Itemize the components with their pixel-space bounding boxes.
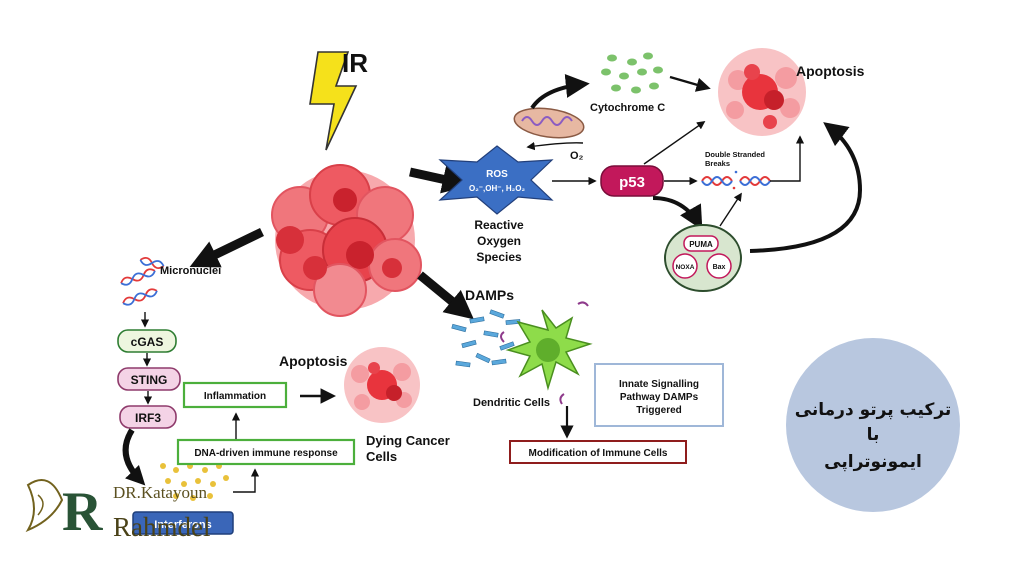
bax-node: [706, 253, 732, 279]
sting-label: STING: [131, 373, 168, 387]
inflammation-box: [182, 381, 288, 409]
cgas-node: [117, 329, 177, 353]
ros-caption-2: Oxygen: [477, 234, 521, 248]
arrow-p53-to-puma: [652, 196, 703, 231]
micronuclei-label: Micronuclei: [160, 265, 221, 277]
dying-cancer-cells-icon: [344, 347, 420, 423]
badge-line-3: ایمونوتراپی: [824, 452, 922, 472]
dendritic-label: Dendritic Cells: [473, 397, 550, 409]
modification-label: Modification of Immune Cells: [529, 448, 668, 459]
badge-line-1: ترکیب پرتو درمانی: [795, 400, 952, 420]
oxygen-label: O₂: [570, 150, 584, 162]
puma-label: PUMA: [689, 240, 713, 249]
dna-break-icon: [701, 170, 771, 190]
persian-badge: [786, 338, 960, 512]
dna-immune-box: [176, 438, 356, 466]
arrow-to-mito: [526, 141, 584, 151]
innate-label-3: Triggered: [636, 405, 682, 416]
bax-label: Bax: [713, 264, 726, 271]
cgas-label: cGAS: [131, 335, 164, 349]
tumor-cluster-icon: [271, 164, 422, 317]
ros-caption-3: Species: [476, 250, 522, 264]
lightning-icon: [309, 51, 358, 151]
arrow-to-ros: [409, 165, 472, 194]
damps-fragments-icon: [451, 309, 521, 368]
innate-signalling-box: [594, 363, 724, 427]
inflammation-label: Inflammation: [204, 391, 266, 402]
ir-label: IR: [342, 48, 368, 78]
mitochondrion-icon: [513, 107, 585, 139]
sting-node: [117, 367, 181, 391]
apoptosis-mid-label: Apoptosis: [279, 353, 348, 369]
watermark-line-1: DR.Katayoun: [113, 483, 207, 502]
arrow-mito-to-cytc: [530, 73, 590, 110]
arrow-interferon-to-dna-immune: [233, 468, 260, 493]
arrow-dna-to-apoptosis: [770, 135, 805, 182]
cytochrome-label: Cytochrome C: [590, 102, 665, 114]
interferon-box: [132, 511, 234, 535]
p53-node: [600, 165, 664, 197]
innate-label-1: Innate Signalling: [619, 379, 699, 390]
puma-node: [683, 235, 719, 252]
p53-label: p53: [619, 174, 645, 191]
badge-line-2: با: [867, 425, 880, 445]
irf3-node: [119, 405, 177, 429]
cytochrome-dots-icon: [601, 52, 663, 94]
apoptosis-top-label: Apoptosis: [796, 63, 865, 79]
micronuclei-dna-icon: [120, 256, 165, 306]
dsb-label-2: Breaks: [705, 159, 730, 168]
arrow-to-micronuclei: [189, 227, 264, 268]
ros-formula: O₂⁻,OH⁻, H₂O₂: [469, 184, 525, 193]
innate-label-2: Pathway DAMPs: [620, 392, 699, 403]
arrow-puma-to-dna: [719, 192, 742, 227]
ros-caption-1: Reactive: [474, 218, 524, 232]
dying-cells-label-1: Dying Cancer: [366, 433, 450, 448]
modification-box: [509, 440, 687, 464]
arrow-p53-to-apoptosis: [643, 121, 706, 165]
noxa-node: [672, 253, 698, 279]
irf3-label: IRF3: [135, 411, 161, 425]
svg-text:R: R: [62, 481, 103, 543]
dna-immune-label: DNA-driven immune response: [194, 448, 338, 459]
apoptotic-cells-top-icon: [718, 48, 806, 136]
watermark-logo-icon: R: [25, 479, 103, 543]
arrow-to-damps: [417, 271, 474, 320]
watermark-line-2: Rahmdel: [113, 512, 210, 542]
interferon-label: Interferons: [154, 519, 211, 531]
arrow-irf3-to-interferon: [122, 428, 146, 486]
ros-star-icon: [438, 145, 554, 215]
dsb-label-1: Double Stranded: [705, 150, 765, 159]
arrow-bcl-to-apoptosis: [749, 122, 863, 253]
noxa-label: NOXA: [676, 264, 695, 271]
ros-title: ROS: [486, 169, 508, 180]
dendritic-cell-icon: [500, 301, 593, 405]
damps-label: DAMPs: [465, 287, 514, 303]
dying-cells-label-2: Cells: [366, 449, 397, 464]
arrow-cytc-to-apoptosis: [669, 75, 711, 92]
